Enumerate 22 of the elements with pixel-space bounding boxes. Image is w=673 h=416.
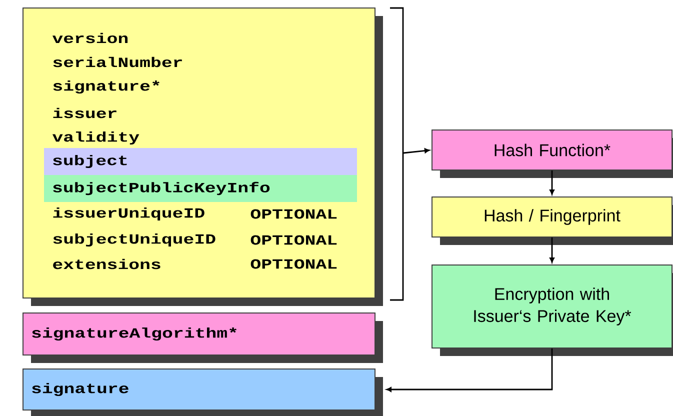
process-box: Hash / Fingerprint: [432, 196, 673, 245]
field-name: version: [52, 32, 128, 44]
field-name: extensions: [53, 258, 160, 270]
field-name: serialNumber: [53, 56, 182, 68]
field-name: validity: [52, 131, 140, 145]
arrow: [386, 348, 553, 392]
field-name: OPTIONAL: [250, 209, 337, 219]
field-box: signatureAlgorithm*: [22, 312, 383, 363]
arrow: [403, 148, 430, 154]
field-name: OPTIONAL: [250, 235, 337, 245]
field-band: subject: [44, 148, 357, 175]
field-name: issuerUniqueID: [53, 207, 204, 221]
field-name: issuer: [53, 108, 116, 118]
field-box: signature: [22, 368, 383, 416]
field-name: OPTIONAL: [250, 259, 337, 269]
field-name: signature*: [53, 80, 160, 94]
field-name: subjectUniqueID: [53, 233, 216, 247]
arrow: [550, 238, 554, 263]
field-band: subjectPublicKeyInfo: [44, 175, 357, 202]
process-box: Encryption with Issuer‘s Private Key*: [432, 264, 673, 356]
process-box: Hash Function*: [432, 130, 673, 178]
arrow: [550, 170, 554, 195]
